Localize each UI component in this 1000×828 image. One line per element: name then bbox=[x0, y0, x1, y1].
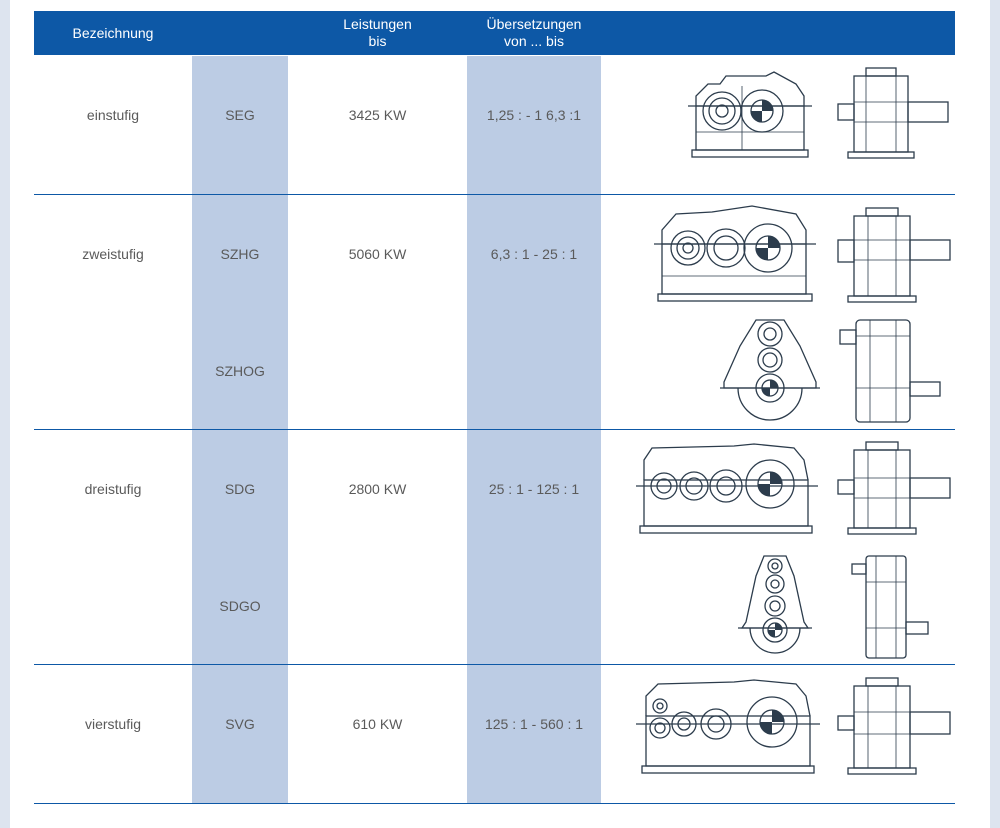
row-separator bbox=[34, 664, 955, 665]
row-ratio: 25 : 1 - 125 : 1 bbox=[488, 481, 580, 497]
seg-gearbox-side-drawing bbox=[837, 67, 949, 159]
row-stage-dreistufig: dreistufig bbox=[84, 481, 142, 497]
header-leistungen-line1: Leistungen bbox=[343, 16, 412, 32]
row-power: 2800 KW bbox=[348, 481, 407, 497]
header-bezeichnung: Bezeichnung bbox=[72, 24, 154, 41]
header-uebersetzungen: Übersetzungen von ... bis bbox=[467, 11, 601, 55]
szhog-gearbox-side-drawing bbox=[839, 319, 941, 423]
sdgo-gearbox-front-drawing bbox=[738, 555, 812, 654]
row-type-sdg: SDG bbox=[224, 481, 256, 497]
table-header: Bezeichnung Leistungen bis Übersetzungen… bbox=[34, 11, 955, 55]
header-leistungen: Leistungen bis bbox=[288, 11, 467, 55]
header-leistungen-line2: bis bbox=[368, 33, 387, 49]
szhog-gearbox-front-drawing bbox=[720, 319, 820, 421]
svg-gearbox-front-drawing bbox=[636, 679, 820, 774]
sdgo-gearbox-side-drawing bbox=[851, 555, 929, 659]
row-power: 5060 KW bbox=[348, 246, 407, 262]
row-ratio: 1,25 : - 1 6,3 :1 bbox=[486, 107, 582, 123]
szhg-gearbox-front-drawing bbox=[654, 205, 816, 302]
row-type-sdgo: SDGO bbox=[219, 598, 261, 614]
row-type-svg: SVG bbox=[225, 716, 255, 732]
row-power: 3425 KW bbox=[348, 107, 407, 123]
row-power: 610 KW bbox=[352, 716, 403, 732]
row-stage-einstufig: einstufig bbox=[86, 107, 140, 123]
row-ratio: 6,3 : 1 - 25 : 1 bbox=[490, 246, 578, 262]
row-separator bbox=[34, 803, 955, 804]
row-type-szhog: SZHOG bbox=[215, 363, 265, 379]
header-uebersetzungen-line2: von ... bis bbox=[504, 33, 564, 49]
header-uebersetzungen-line1: Übersetzungen bbox=[486, 16, 582, 32]
row-type-seg: SEG bbox=[225, 107, 255, 123]
sdg-gearbox-side-drawing bbox=[837, 441, 951, 535]
row-type-szhg: SZHG bbox=[220, 246, 260, 262]
svg-gearbox-side-drawing bbox=[837, 677, 951, 775]
seg-gearbox-front-drawing bbox=[688, 71, 812, 158]
row-separator bbox=[34, 429, 955, 430]
row-stage-vierstufig: vierstufig bbox=[84, 716, 142, 732]
sdg-gearbox-front-drawing bbox=[636, 443, 818, 534]
row-ratio: 125 : 1 - 560 : 1 bbox=[484, 716, 584, 732]
szhg-gearbox-side-drawing bbox=[837, 207, 951, 303]
row-separator bbox=[34, 194, 955, 195]
row-stage-zweistufig: zweistufig bbox=[82, 246, 144, 262]
